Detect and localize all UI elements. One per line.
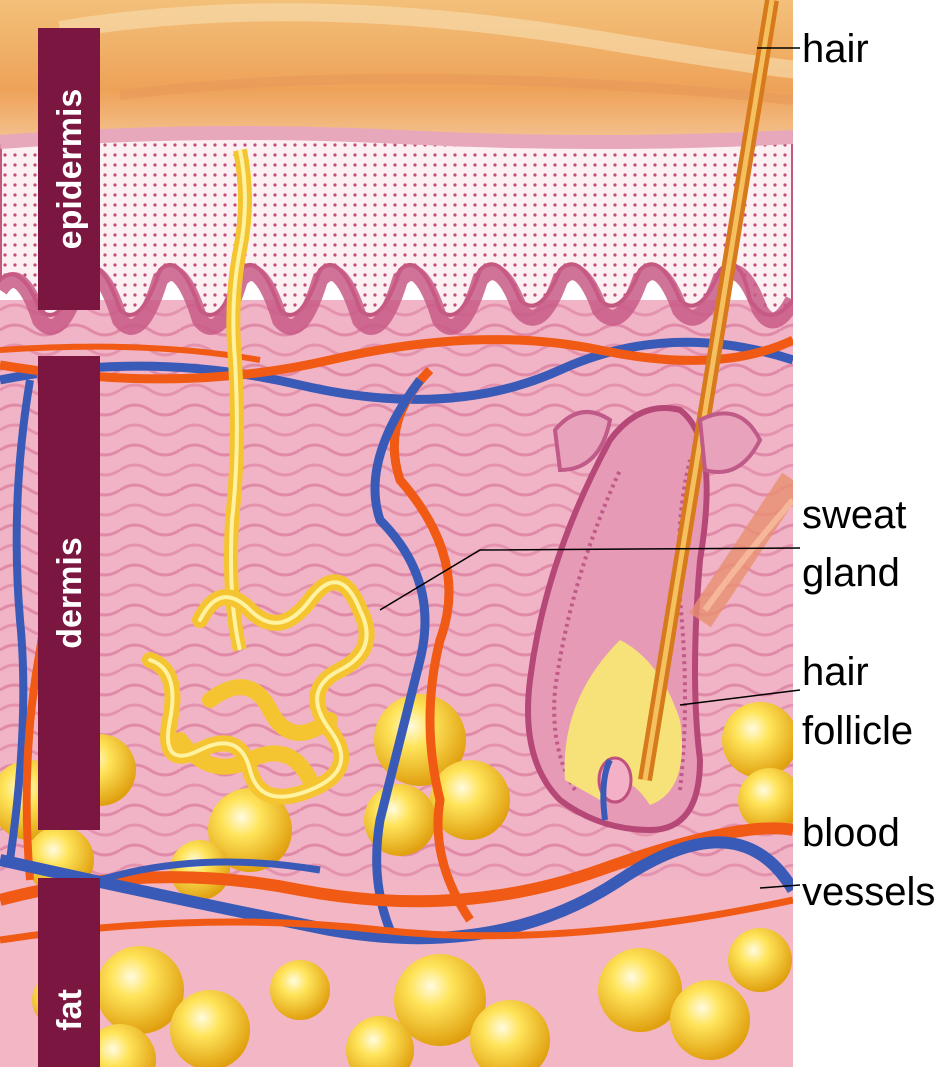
fat-band: fat xyxy=(38,878,100,1067)
fat-label: fat xyxy=(51,989,89,1031)
blood-vessels-label-line1: blood xyxy=(802,811,900,855)
dermis-label: dermis xyxy=(51,537,89,649)
dermis-band: dermis xyxy=(38,356,100,830)
epidermis-band: epidermis xyxy=(38,28,100,310)
hair-label: hair xyxy=(802,27,869,71)
sweat-gland-label-line2: gland xyxy=(802,551,900,595)
hair-follicle-label-line1: hair xyxy=(802,650,869,694)
hair-follicle-label-line2: follicle xyxy=(802,709,913,753)
blood-vessels-label-line2: vessels xyxy=(802,870,935,914)
sweat-gland-label-line1: sweat xyxy=(802,493,907,537)
epidermis-label: epidermis xyxy=(51,89,89,250)
